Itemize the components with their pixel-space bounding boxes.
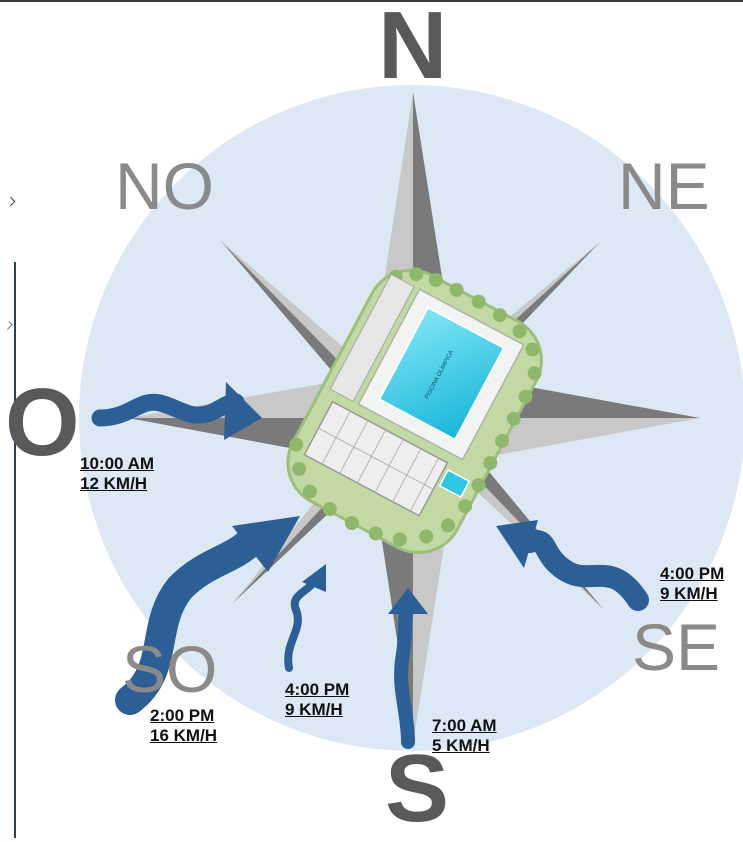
wind-speed: 9 KM/H — [285, 700, 343, 719]
direction-southeast: SE — [632, 610, 721, 684]
side-panel-edge — [0, 262, 16, 838]
wind-time: 2:00 PM — [150, 706, 215, 725]
wind-time: 4:00 PM — [660, 564, 725, 583]
wind-arrows — [91, 382, 649, 749]
direction-west: O — [5, 369, 80, 476]
small-pool — [438, 468, 471, 499]
direction-north: N — [378, 0, 448, 99]
direction-south: S — [385, 735, 450, 842]
side-building — [329, 273, 415, 403]
direction-northwest: NO — [115, 149, 214, 223]
wind-label-south: 7:00 AM 5 KM/H — [432, 716, 497, 756]
building-grid — [318, 410, 439, 512]
site-trees — [289, 267, 542, 547]
wind-time: 10:00 AM — [80, 454, 155, 473]
wind-arrow-south — [394, 607, 415, 749]
pool — [377, 306, 506, 442]
wind-speed: 5 KM/H — [432, 736, 490, 755]
wind-arrow-ssw — [284, 580, 316, 672]
wind-speed: 12 KM/H — [80, 474, 148, 493]
wind-speed: 16 KM/H — [150, 726, 218, 745]
wind-label-west: 10:00 AM 12 KM/H — [80, 454, 154, 494]
site-plan: PISCINA OLÍMPICA — [286, 267, 543, 555]
top-rule — [0, 0, 743, 2]
wind-arrow-west — [91, 393, 245, 427]
wind-label-southeast: 4:00 PM 9 KM/H — [660, 564, 724, 604]
wind-label-southwest: 2:00 PM 16 KM/H — [150, 706, 217, 746]
direction-northeast: NE — [618, 149, 710, 223]
wind-time: 4:00 PM — [285, 680, 350, 699]
wind-label-south-southwest: 4:00 PM 9 KM/H — [285, 680, 349, 720]
wind-time: 7:00 AM — [432, 716, 497, 735]
direction-southwest: SO — [122, 632, 218, 706]
wind-arrow-southeast — [519, 530, 649, 611]
wind-arrow-southwest — [115, 527, 265, 715]
wind-speed: 9 KM/H — [660, 584, 718, 603]
